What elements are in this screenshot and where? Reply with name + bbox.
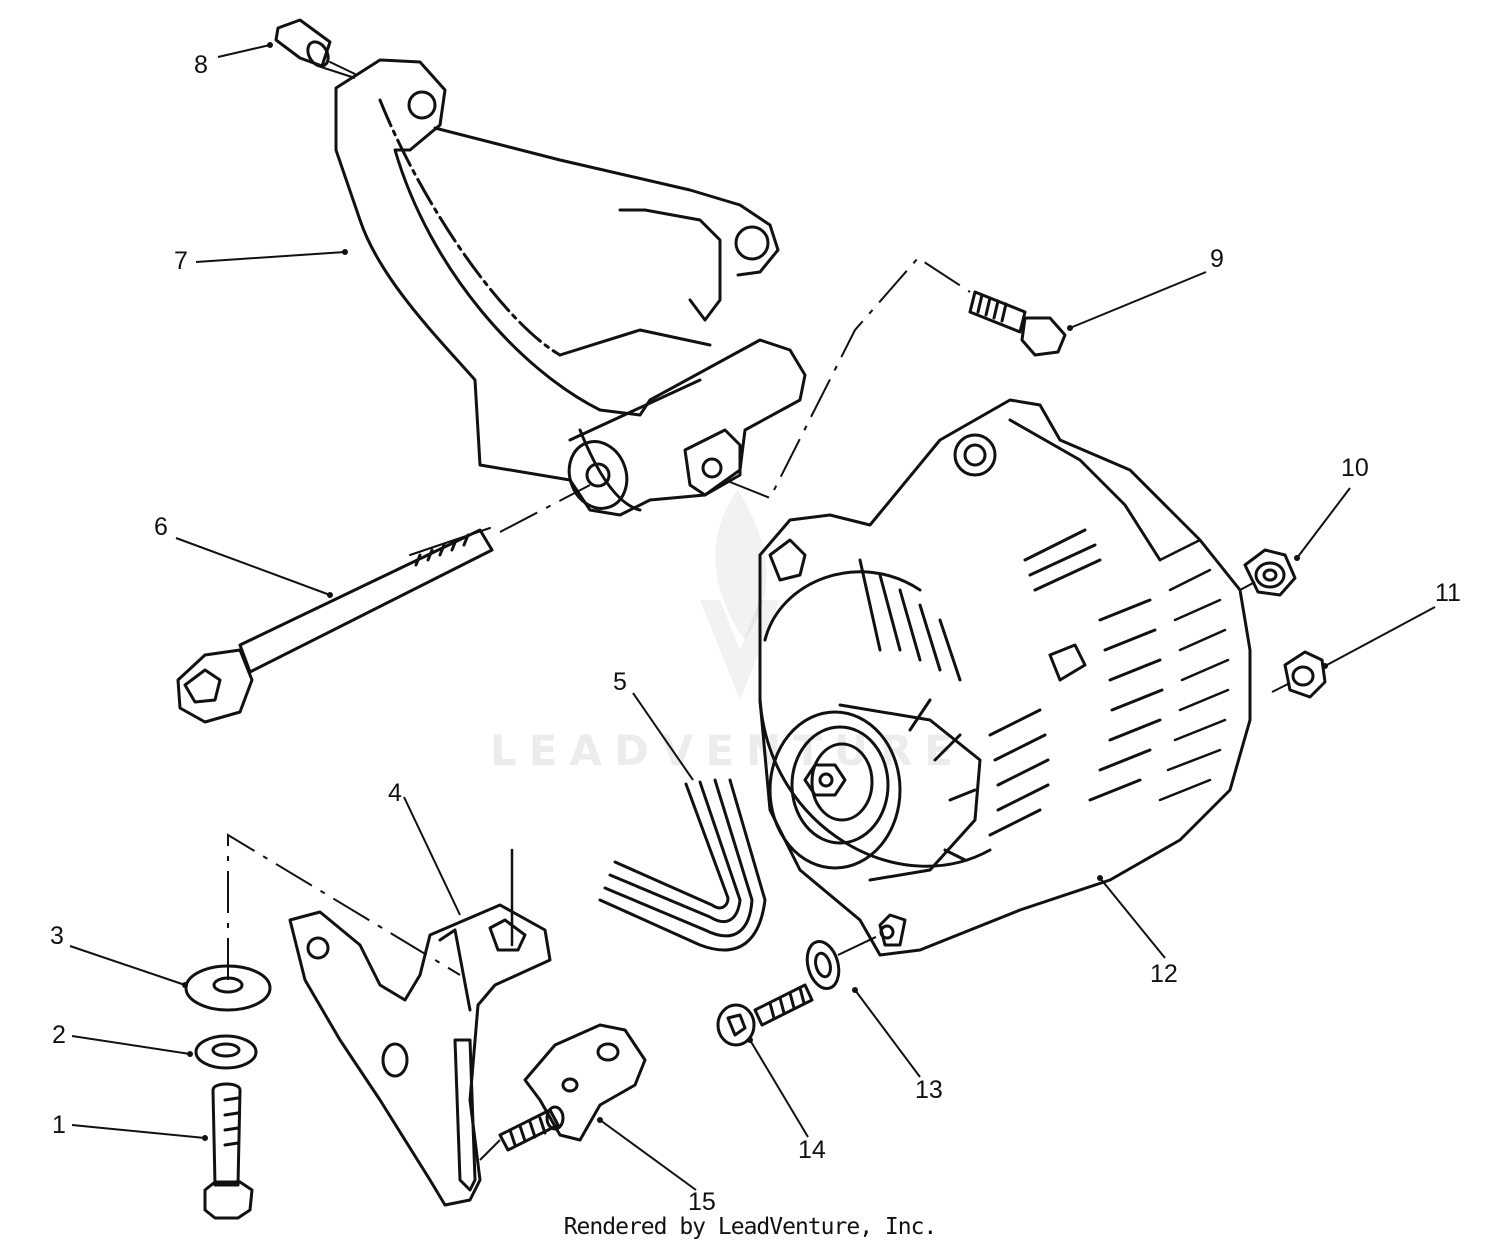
part-15-tensioner-block [498,1023,647,1152]
render-credit: Rendered by LeadVenture, Inc. [563,1214,938,1240]
part-10-flange-nut [1243,548,1297,597]
alignment-lines [227,65,1291,1161]
callout-10: 10 [1341,454,1369,482]
part-7-mounting-bracket [334,58,807,517]
callout-8: 8 [194,51,208,79]
part-14-cap-screw [716,983,814,1047]
callout-13: 13 [915,1076,943,1104]
part-1-bolt [203,1082,254,1220]
callout-1: 1 [52,1111,66,1139]
callout-14: 14 [798,1136,826,1164]
callout-3: 3 [50,922,64,950]
callout-6: 6 [154,513,168,541]
callout-15: 15 [688,1188,716,1216]
callout-5: 5 [613,668,627,696]
part-11-nut [1283,650,1327,699]
part-9-bolt [968,290,1067,357]
part-4-adjusting-bracket [288,848,552,1207]
callout-labels: 1 2 3 4 5 6 7 8 9 10 11 12 13 14 15 [50,51,1461,1216]
callout-4: 4 [388,779,402,807]
watermark-text: LEADVENTURE [490,726,965,775]
leader-lines [69,44,1436,1191]
callout-12: 12 [1150,960,1178,988]
part-13-washer [805,939,841,991]
callout-9: 9 [1210,245,1224,273]
part-5-drive-belt [598,778,767,952]
part-2-lock-washer [194,1034,258,1070]
part-12-alternator [758,398,1252,957]
callout-2: 2 [52,1021,66,1049]
leadventure-watermark: LEADVENTURE [490,490,965,775]
part-6-long-pivot-bolt [176,527,494,724]
callout-11: 11 [1435,579,1461,607]
part-8-bushing [274,18,356,75]
callout-7: 7 [174,247,188,275]
leader-dots [182,42,1328,1141]
